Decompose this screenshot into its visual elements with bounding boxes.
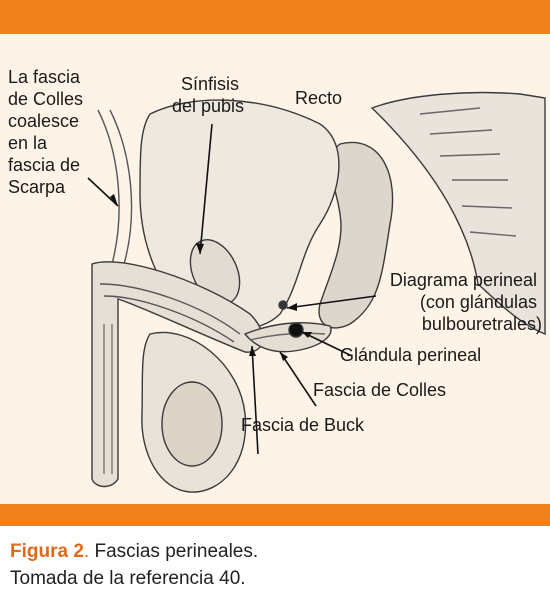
- label-glandula: Glándula perineal: [340, 345, 481, 365]
- label-fascia-colles: Fascia de Colles: [313, 380, 446, 400]
- label-diagrama: Diagrama perineal (con glándulas bulbour…: [390, 270, 542, 334]
- testis-shape: [162, 382, 222, 466]
- caption-figure-label: Figura 2: [10, 541, 84, 562]
- caption-title: Fascias perineales.: [89, 541, 258, 562]
- bottom-accent-bar: [0, 504, 550, 526]
- label-colles-scarpa: La fascia de Colles coalesce en la fasci…: [8, 67, 88, 197]
- bulbourethral-gland: [279, 301, 287, 309]
- perineal-gland-dot: [289, 323, 303, 337]
- anatomy-illustration: La fascia de Colles coalesce en la fasci…: [0, 34, 550, 506]
- label-recto: Recto: [295, 88, 342, 108]
- caption-line-1: Figura 2. Fascias perineales.: [10, 538, 258, 565]
- label-sinfisis: Sínfisis del pubis: [172, 74, 244, 116]
- caption-source: Tomada de la referencia 40.: [10, 565, 258, 592]
- figure-caption: Figura 2. Fascias perineales. Tomada de …: [10, 538, 258, 592]
- label-fascia-buck: Fascia de Buck: [241, 415, 365, 435]
- top-accent-bar: [0, 0, 550, 34]
